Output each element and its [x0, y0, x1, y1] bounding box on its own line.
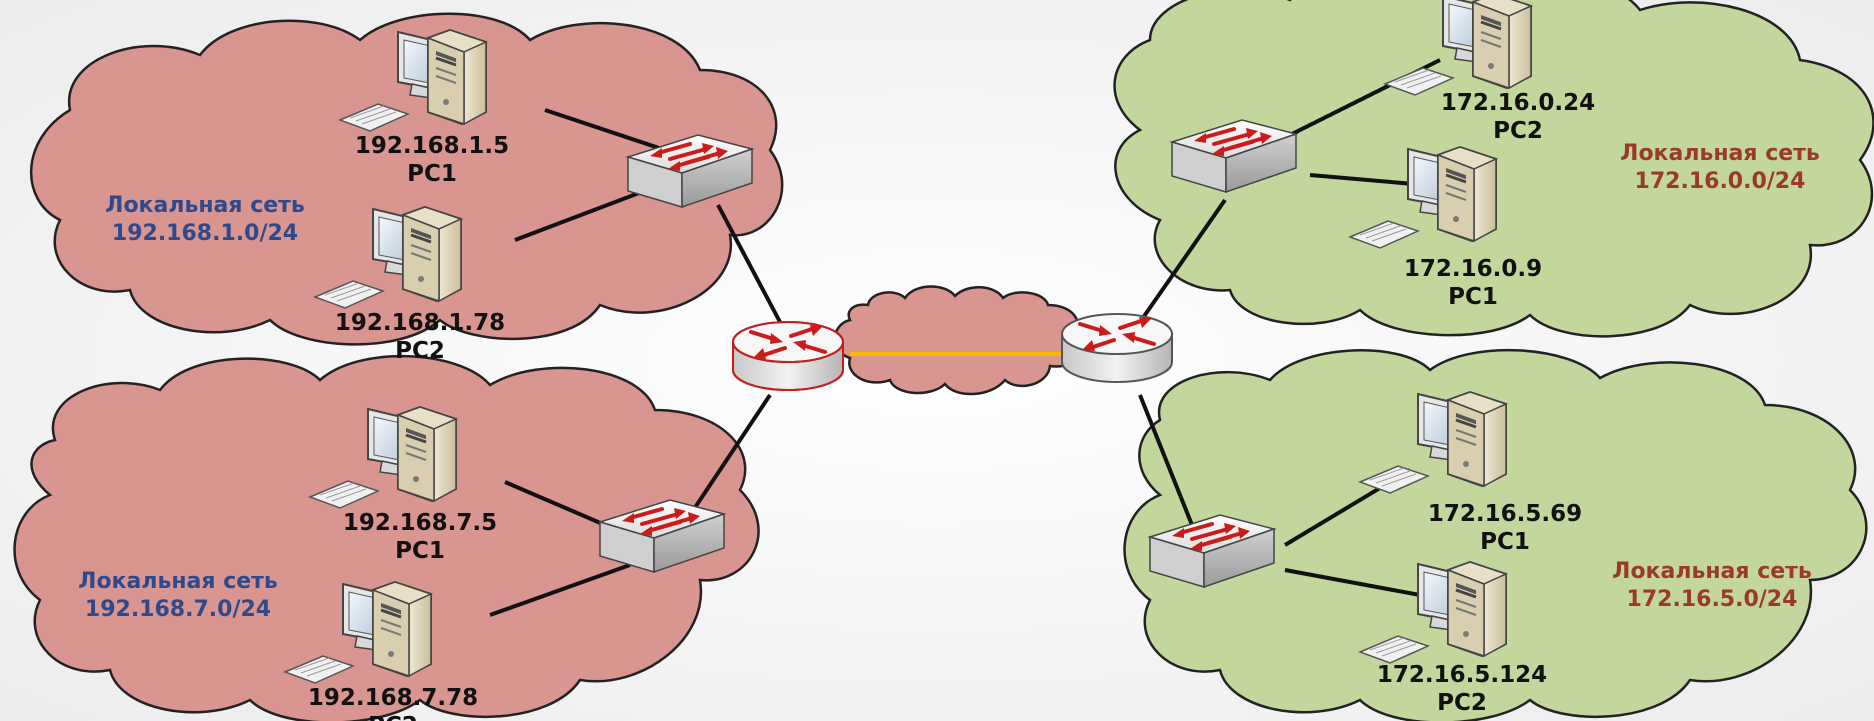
host-name: PC2	[1437, 690, 1487, 716]
link-switch-router	[716, 204, 782, 323]
host-ip: 192.168.1.78	[335, 310, 505, 336]
router-icon[interactable]	[1060, 312, 1174, 384]
link-switch-pc	[514, 183, 661, 242]
link-switch-pc	[489, 563, 631, 617]
link-switch-router	[1138, 198, 1227, 324]
host-ip: 192.168.1.5	[355, 133, 509, 159]
host-name: PC1	[407, 161, 457, 187]
host-name: PC1	[1480, 529, 1530, 555]
link-switch-router	[688, 393, 772, 517]
link-switch-router	[1138, 394, 1202, 546]
cloud-lan-192-168-1	[29, 12, 784, 346]
host-ip: 192.168.7.78	[308, 685, 478, 711]
network-subnet: 192.168.7.0/24	[85, 597, 271, 622]
network-subnet: 192.168.1.0/24	[112, 221, 298, 246]
host-ip: 192.168.7.5	[343, 510, 497, 536]
host-ip: 172.16.5.124	[1377, 662, 1547, 688]
host-ip: 172.16.5.69	[1428, 501, 1582, 527]
cloud-lan-172-16-5	[1123, 348, 1868, 721]
network-subnet: 172.16.0.0/24	[1635, 169, 1806, 194]
host-name: PC1	[1448, 284, 1498, 310]
host-ip: 172.16.0.9	[1404, 256, 1542, 282]
network-title: Локальная сеть	[78, 569, 278, 594]
host-name: PC2	[368, 713, 418, 721]
network-title: Локальная сеть	[105, 193, 305, 218]
network-title: Локальная сеть	[1620, 141, 1820, 166]
host-name: PC2	[395, 338, 445, 364]
router-icon[interactable]	[731, 320, 845, 392]
cloud-lan-192-168-7	[13, 354, 760, 721]
host-name: PC2	[1493, 118, 1543, 144]
host-name: PC1	[395, 538, 445, 564]
network-title: Локальная сеть	[1612, 559, 1812, 584]
host-ip: 172.16.0.24	[1441, 90, 1595, 116]
link-switch-pc	[1309, 173, 1426, 187]
cloud-wan	[833, 285, 1081, 396]
link-switch-pc	[1284, 568, 1421, 597]
network-subnet: 172.16.5.0/24	[1627, 587, 1798, 612]
